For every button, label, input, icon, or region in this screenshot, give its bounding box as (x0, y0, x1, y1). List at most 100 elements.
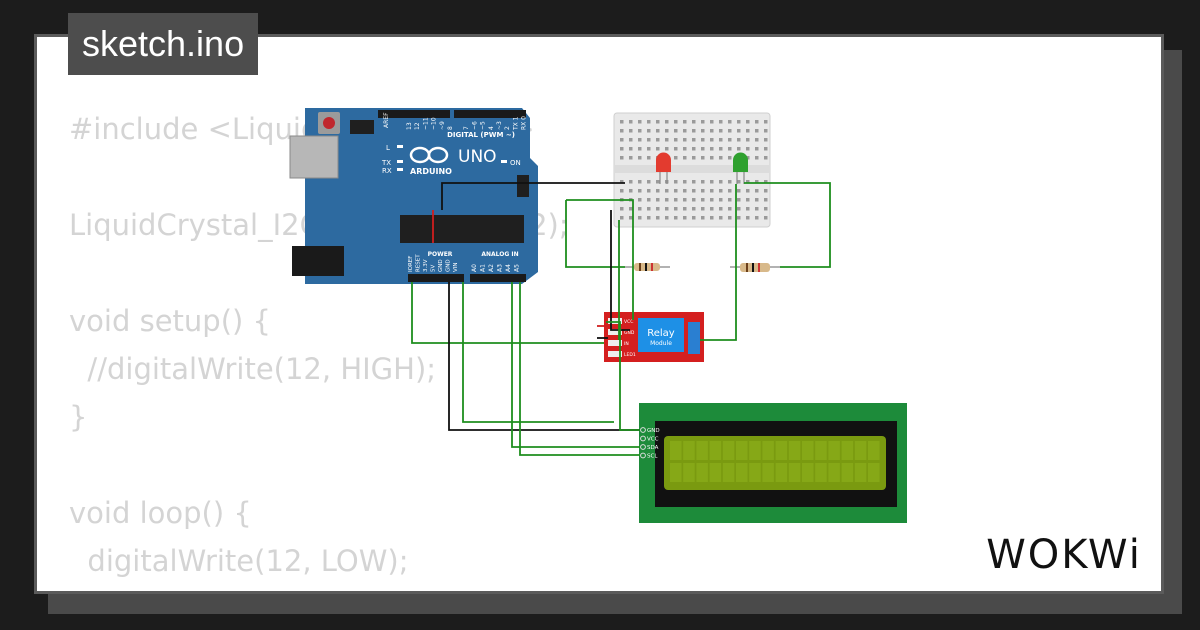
lcd-cell (709, 463, 722, 482)
breadboard-hole (710, 129, 714, 133)
lcd-pin[interactable] (640, 452, 646, 459)
breadboard-hole (764, 180, 768, 184)
breadboard-hole (674, 147, 678, 151)
breadboard-hole (692, 147, 696, 151)
breadboard-hole (692, 198, 696, 202)
breadboard-hole (638, 198, 642, 202)
breadboard-hole (764, 207, 768, 211)
digital-pin-label: RX 0 (521, 116, 528, 130)
digital-pin-label: 7 (463, 126, 470, 130)
arduino-logo-icon (409, 146, 449, 164)
breadboard-hole (710, 198, 714, 202)
breadboard[interactable] (613, 112, 771, 228)
breadboard-hole (728, 189, 732, 193)
breadboard-hole (656, 138, 660, 142)
breadboard-hole (737, 147, 741, 151)
breadboard-hole (692, 207, 696, 211)
breadboard-hole (620, 207, 624, 211)
lcd-pin-label: SCL (647, 454, 658, 460)
lcd-cell (775, 463, 788, 482)
breadboard-hole (764, 129, 768, 133)
file-name-tab[interactable]: sketch.ino (68, 13, 259, 75)
led-on-icon (501, 160, 507, 163)
breadboard-hole (755, 120, 759, 124)
wire-green (700, 184, 737, 341)
label-aref: AREF (383, 112, 390, 128)
breadboard-hole (764, 138, 768, 142)
breadboard-hole (656, 207, 660, 211)
breadboard-hole (746, 198, 750, 202)
lcd-cell (722, 463, 735, 482)
red-led[interactable] (656, 152, 671, 185)
digital-pin-label: 4 (488, 126, 495, 130)
breadboard-hole (638, 207, 642, 211)
digital-pin-label: TX 1 (512, 116, 519, 131)
breadboard-hole (719, 138, 723, 142)
resistor-1[interactable] (625, 263, 670, 271)
breadboard-hole (755, 216, 759, 220)
wire-green (606, 321, 640, 431)
breadboard-hole (755, 189, 759, 193)
relay-pin[interactable] (608, 340, 622, 346)
breadboard-hole (746, 189, 750, 193)
breadboard-hole (638, 180, 642, 184)
breadboard-hole (656, 120, 660, 124)
lcd-pin[interactable] (640, 427, 646, 433)
breadboard-hole (620, 156, 624, 160)
breadboard-hole (683, 216, 687, 220)
breadboard-hole (683, 156, 687, 160)
lcd-cell (802, 441, 814, 460)
breadboard-hole (737, 129, 741, 133)
breadboard-hole (755, 156, 759, 160)
wokwi-logo[interactable]: WOKWi (978, 528, 1150, 578)
relay-pin[interactable] (608, 351, 622, 357)
lcd-cell (854, 441, 867, 460)
lcd-pin[interactable] (640, 435, 646, 442)
green-led[interactable] (733, 152, 748, 185)
breadboard-hole (647, 156, 651, 160)
wire-green (462, 282, 614, 423)
code-line: digitalWrite(12, LOW); (69, 544, 409, 578)
breadboard-hole (647, 198, 651, 202)
breadboard-hole (665, 138, 669, 142)
relay-pin[interactable] (608, 318, 622, 324)
breadboard-hole (710, 207, 714, 211)
breadboard-hole (683, 207, 687, 211)
lcd-cell (828, 463, 840, 482)
breadboard-hole (629, 156, 633, 160)
breadboard-hole (701, 207, 705, 211)
breadboard-hole (701, 180, 705, 184)
breadboard-hole (647, 138, 651, 142)
breadboard-hole (728, 198, 732, 202)
analog-header (470, 274, 526, 282)
power-pin-label: IOREF (408, 256, 414, 272)
breadboard-hole (638, 138, 642, 142)
breadboard-hole (665, 189, 669, 193)
breadboard-hole (674, 198, 678, 202)
breadboard-hole (746, 180, 750, 184)
relay-pin[interactable] (608, 329, 622, 335)
breadboard-hole (719, 216, 723, 220)
resistor-2[interactable] (730, 263, 780, 272)
lcd-cell (670, 441, 682, 460)
breadboard-hole (764, 156, 768, 160)
lcd-cell (696, 463, 708, 482)
power-header-label: POWER (428, 251, 453, 258)
lcd-cell (788, 441, 801, 460)
lcd-cell (854, 463, 867, 482)
digital-pin-label: ~5 (480, 121, 487, 130)
breadboard-hole (719, 129, 723, 133)
breadboard-hole (656, 147, 660, 151)
lcd-cell (802, 463, 814, 482)
lcd-pin[interactable] (640, 444, 646, 450)
reset-button-cap (323, 117, 335, 129)
breadboard-hole (710, 189, 714, 193)
breadboard-hole (710, 156, 714, 160)
breadboard-hole (746, 147, 750, 151)
breadboard-hole (656, 180, 660, 184)
wokwi-logo-text: WOKWi (986, 532, 1142, 578)
relay-title: Relay (647, 328, 675, 339)
